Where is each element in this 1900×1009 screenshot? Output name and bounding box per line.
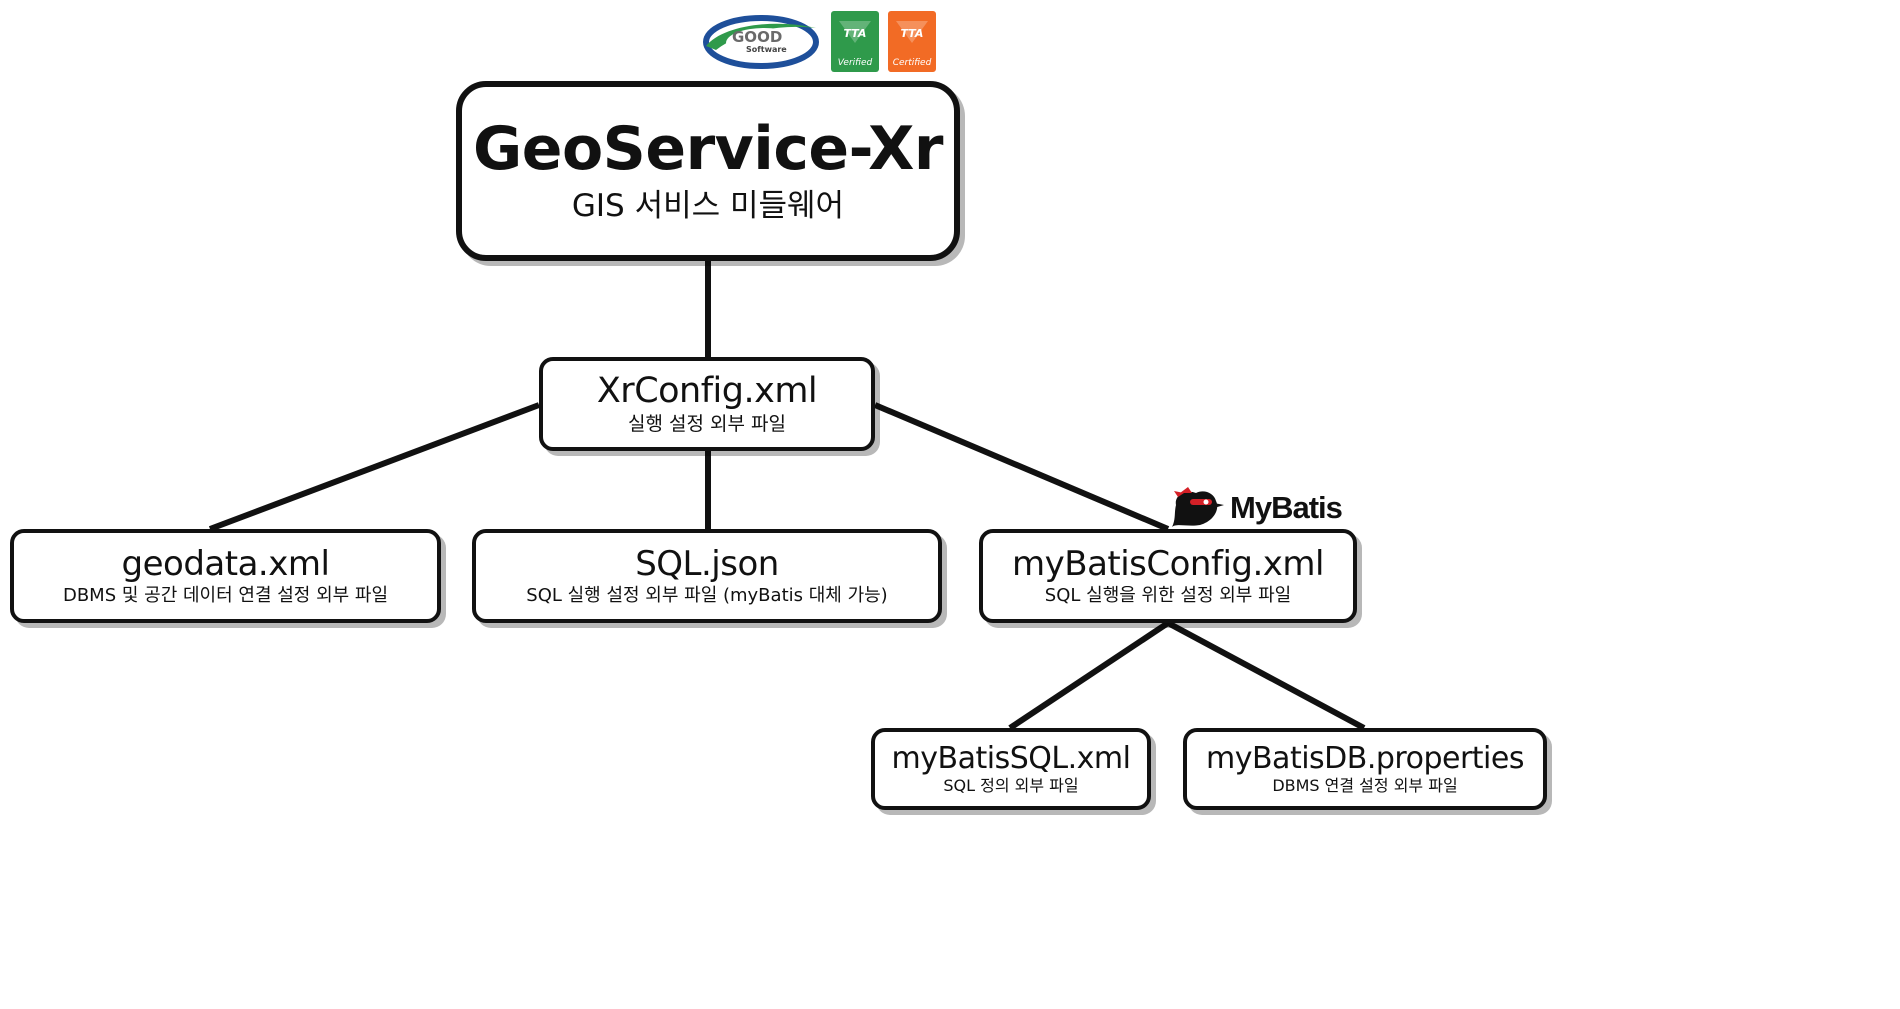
good-software-line2: Software xyxy=(746,45,787,54)
tta-verified-badge: TTA Verified xyxy=(831,11,879,72)
node-mybatis-sql: myBatisSQL.xml SQL 정의 외부 파일 xyxy=(871,728,1151,810)
tta-verified-mark-icon xyxy=(839,21,871,43)
node-title: myBatisDB.properties xyxy=(1206,741,1524,777)
node-subtitle: SQL 정의 외부 파일 xyxy=(943,776,1079,796)
good-software-logo: GOOD Software xyxy=(702,12,820,70)
node-title: SQL.json xyxy=(635,543,779,584)
edge-mybatisconfig-mybatissql xyxy=(1008,620,1170,731)
edge-xrconfig-mybatisconfig xyxy=(873,402,1170,532)
edge-xrconfig-geodata xyxy=(208,402,541,532)
node-subtitle: DBMS 연결 설정 외부 파일 xyxy=(1272,776,1458,796)
connector-lines xyxy=(208,261,1366,731)
node-geoservice-xr: GeoService-Xr GIS 서비스 미들웨어 xyxy=(456,81,960,261)
node-mybatis-db-properties: myBatisDB.properties DBMS 연결 설정 외부 파일 xyxy=(1183,728,1547,810)
node-geodata: geodata.xml DBMS 및 공간 데이터 연결 설정 외부 파일 xyxy=(10,529,441,623)
tta-certified-name: TTA xyxy=(900,27,924,40)
good-software-line1: GOOD xyxy=(732,28,783,46)
tta-certified-badge: TTA Certified xyxy=(888,11,936,72)
bird-icon xyxy=(1172,487,1224,527)
node-title: myBatisSQL.xml xyxy=(891,741,1131,777)
mybatis-logo-text: MyBatis xyxy=(1230,490,1343,525)
mybatis-logo: MyBatis xyxy=(1170,485,1350,529)
tta-verified-label: Verified xyxy=(837,58,873,68)
node-subtitle: GIS 서비스 미들웨어 xyxy=(571,188,845,225)
node-title: myBatisConfig.xml xyxy=(1012,543,1324,584)
tta-certified-mark-icon xyxy=(896,21,928,43)
node-subtitle: SQL 실행 설정 외부 파일 (myBatis 대체 가능) xyxy=(526,584,888,606)
good-software-ring-icon xyxy=(703,15,819,69)
node-subtitle: SQL 실행을 위한 설정 외부 파일 xyxy=(1044,584,1292,606)
node-xrconfig: XrConfig.xml 실행 설정 외부 파일 xyxy=(539,357,875,451)
node-subtitle: DBMS 및 공간 데이터 연결 설정 외부 파일 xyxy=(62,584,389,606)
node-title: GeoService-Xr xyxy=(473,114,943,185)
node-title: XrConfig.xml xyxy=(596,371,818,412)
edge-mybatisconfig-mybatisdb xyxy=(1166,620,1366,731)
tta-verified-name: TTA xyxy=(843,27,867,40)
node-sql-json: SQL.json SQL 실행 설정 외부 파일 (myBatis 대체 가능) xyxy=(472,529,942,623)
node-subtitle: 실행 설정 외부 파일 xyxy=(628,412,786,435)
node-title: geodata.xml xyxy=(121,543,330,584)
node-mybatis-config: myBatisConfig.xml SQL 실행을 위한 설정 외부 파일 xyxy=(979,529,1357,623)
tta-certified-label: Certified xyxy=(892,58,932,68)
